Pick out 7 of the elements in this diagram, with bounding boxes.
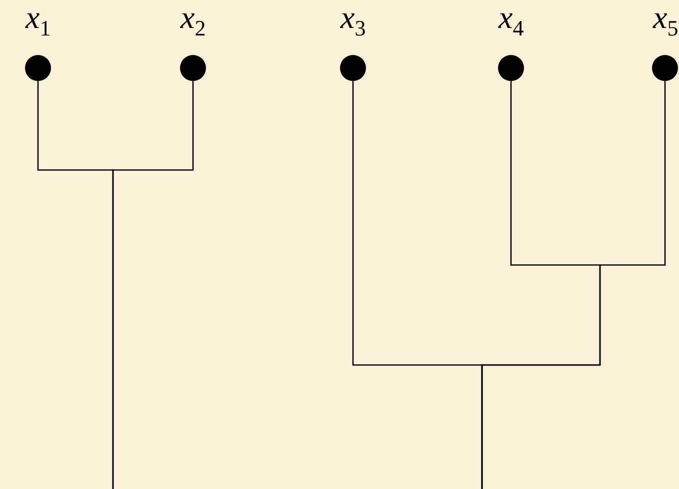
dendrogram-branch xyxy=(112,81,194,489)
variable-label: x$_{2}$ xyxy=(180,0,206,42)
variable-label: x$_{1}$ xyxy=(26,0,51,42)
variable-label: x$_{4}$ xyxy=(498,0,524,42)
dendrogram-branch xyxy=(481,81,666,489)
variable-label: x$_{5}$ xyxy=(653,0,678,42)
variable-label: x$_{3}$ xyxy=(340,0,366,42)
